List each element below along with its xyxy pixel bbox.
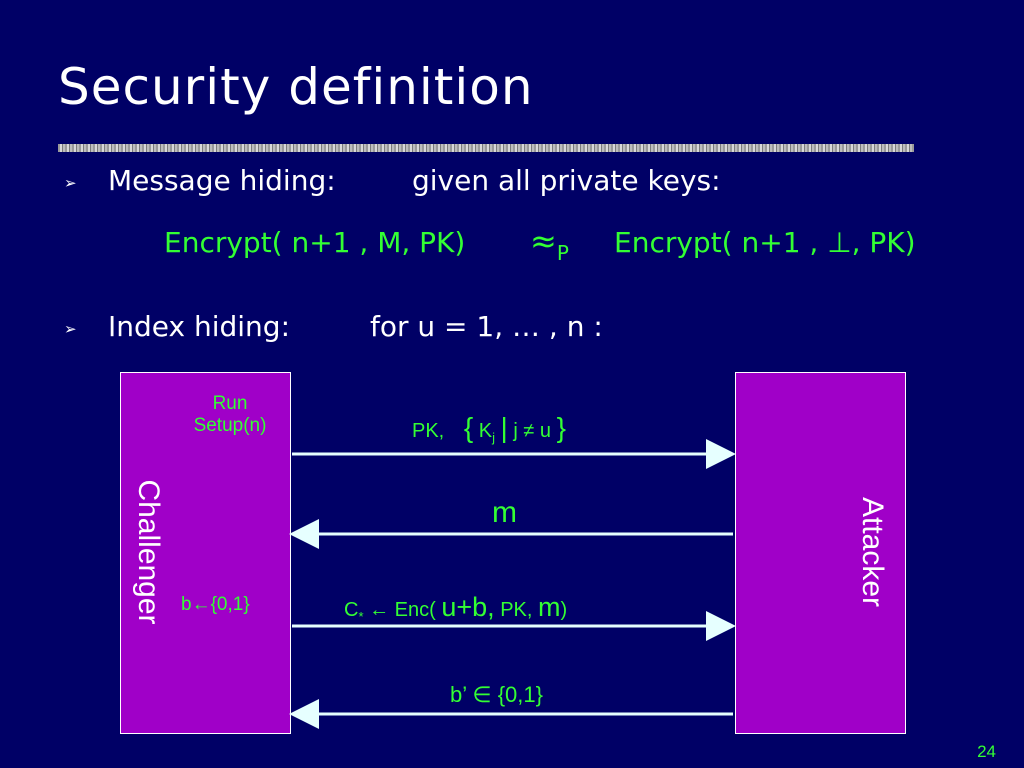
run-setup-note: Run Setup(n) (180, 393, 280, 437)
msg3-close: ) (560, 599, 568, 621)
msg1-k: K (478, 420, 493, 442)
bullet-label-message-hiding: Message hiding: (108, 164, 336, 197)
bullet-arrow-icon: ➢ (64, 320, 77, 338)
approx-subscript: P (556, 241, 569, 265)
msg3-m: m (538, 592, 561, 622)
attacker-box (735, 372, 906, 734)
choose-bit-note: b←{0,1} (181, 594, 250, 615)
msg1-brace-open: { (463, 412, 474, 443)
message-m-label: m (492, 496, 517, 529)
approx-sign: ≈ (530, 222, 557, 260)
run-setup-line1: Run (212, 393, 248, 414)
bullet-text-index-hiding: for u = 1, … , n : (370, 310, 603, 343)
msg3-ub: u+b, (441, 592, 495, 622)
msg3-pk: PK, (500, 599, 533, 621)
slide-title: Security definition (58, 58, 534, 116)
run-setup-line2: Setup(n) (193, 415, 267, 436)
msg3-arrow: ← (369, 599, 390, 621)
bullet-text-message-hiding: given all private keys: (412, 164, 721, 197)
msg1-pk: PK, (412, 420, 445, 442)
msg3-star: * (358, 609, 364, 624)
title-divider (58, 144, 914, 152)
bullet-arrow-icon: ➢ (64, 174, 77, 192)
msg3-enc: Enc( (394, 599, 436, 621)
bullet-label-index-hiding: Index hiding: (108, 310, 291, 343)
challenger-box (120, 372, 291, 734)
msg1-brace-close: } (556, 412, 566, 443)
msg3-c: C (344, 599, 359, 621)
message-guess-label: b’ ∈ {0,1} (450, 682, 543, 707)
formula-left: Encrypt( n+1 , M, PK) (164, 226, 466, 259)
msg1-cond: j ≠ u (513, 420, 552, 442)
message-pk-label: PK, { Kj | j ≠ u } (412, 412, 566, 445)
page-number: 24 (977, 742, 996, 761)
message-ciphertext-label: C* ← Enc( u+b, PK, m) (344, 592, 567, 624)
approx-symbol: ≈P (530, 222, 569, 265)
msg1-bar: | (500, 412, 508, 443)
msg1-sub: j (492, 430, 495, 445)
formula-right: Encrypt( n+1 , ⊥, PK) (614, 226, 916, 259)
